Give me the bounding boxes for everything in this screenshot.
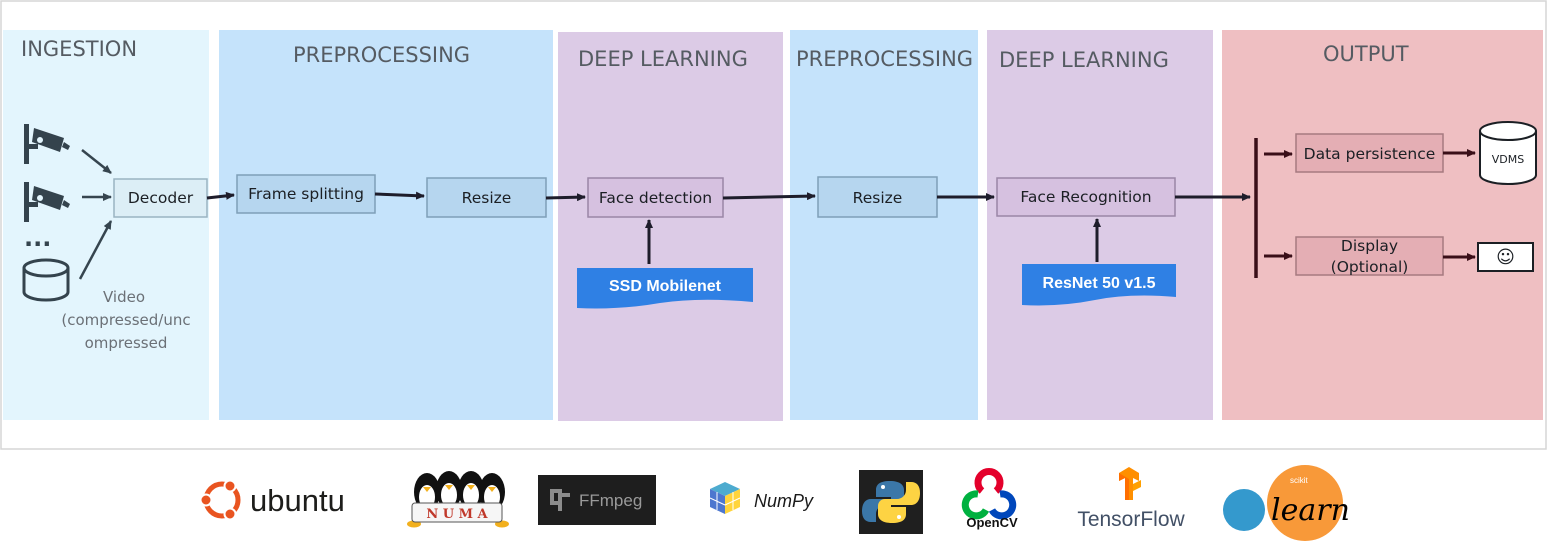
decoder-box [113, 178, 208, 218]
stage-title-preprocessing-2: PREPROCESSING [796, 47, 973, 71]
storage-cylinder-icon [22, 258, 70, 302]
stage-title-deep-learning-1: DEEP LEARNING [578, 47, 748, 71]
tensorflow-logo: TensorFlow [1077, 467, 1186, 531]
numa-wordmark: N U M A [426, 507, 488, 522]
decoder-label: Decoder [128, 189, 194, 207]
numpy-wordmark: NumPy [754, 491, 814, 511]
ellipsis-text: ... [24, 224, 51, 252]
opencv-wordmark: OpenCV [966, 515, 1018, 530]
tensorflow-wordmark: TensorFlow [1077, 508, 1185, 531]
face-detection-box [587, 177, 724, 218]
stage-panel-preprocessing-2 [790, 30, 978, 420]
camera-icon [24, 182, 70, 222]
ssd-mobilenet-label: SSD Mobilenet [609, 278, 722, 295]
resize-box-1 [426, 177, 547, 218]
numa-logo: N U M A [407, 471, 509, 528]
arrow-camera1-decoder [81, 149, 112, 174]
stage-panel-deep-learning-1 [558, 32, 783, 421]
screen-box [1477, 242, 1534, 272]
video-note-line-1: Video [103, 288, 145, 306]
data-persistence-box [1295, 133, 1444, 173]
arrow-resize-face-detection [545, 193, 586, 202]
arrow-face-detection-resize [722, 192, 816, 201]
ffmpeg-wordmark: FFmpeg [579, 491, 642, 510]
ubuntu-wordmark: ubuntu [250, 483, 345, 518]
ffmpeg-logo: FFmpeg [538, 475, 656, 525]
python-logo [859, 470, 923, 534]
scikit-wordmark: scikit [1290, 476, 1309, 485]
frame-splitting-box [236, 174, 376, 214]
resnet-model [1022, 264, 1176, 306]
stage-title-preprocessing-1: PREPROCESSING [293, 43, 470, 67]
opencv-logo: OpenCV [961, 468, 1018, 530]
face-recognition-label: Face Recognition [1020, 188, 1151, 206]
arrow-storage-decoder [78, 220, 113, 280]
video-note-line-3: ompressed [85, 334, 168, 352]
scikit-learn-logo: scikit learn [1223, 465, 1350, 541]
arrow-decoder-frame-splitting [206, 191, 235, 200]
face-recognition-box [996, 177, 1176, 217]
video-note-line-2: (compressed/unc [61, 311, 190, 329]
ssd-mobilenet-model [577, 268, 753, 309]
stage-title-deep-learning-2: DEEP LEARNING [999, 48, 1169, 72]
display-box [1295, 236, 1444, 276]
stage-title-ingestion: INGESTION [21, 37, 137, 61]
display-label-line-1: Display [1341, 237, 1398, 255]
stage-panel-output [1222, 30, 1543, 420]
vdms-label: VDMS [1492, 153, 1524, 166]
display-label-line-2: (Optional) [1331, 258, 1409, 276]
smiley-icon: ☺ [1496, 247, 1515, 268]
stage-panel-deep-learning-2 [987, 30, 1213, 420]
resize-box-2 [817, 176, 938, 218]
vdms-database-icon [1479, 121, 1537, 185]
camera-icon [24, 124, 70, 164]
ubuntu-logo: ubuntu [199, 479, 345, 521]
resize-label-2: Resize [853, 189, 903, 207]
learn-wordmark: learn [1271, 493, 1350, 528]
resnet-label: ResNet 50 v1.5 [1043, 275, 1156, 292]
numpy-logo: NumPy [709, 482, 814, 514]
arrow-frame-splitting-resize [374, 191, 425, 200]
stage-panel-preprocessing-1 [219, 30, 553, 420]
data-persistence-label: Data persistence [1304, 145, 1436, 163]
face-detection-label: Face detection [599, 189, 712, 207]
resize-label-1: Resize [462, 189, 512, 207]
frame-splitting-label: Frame splitting [248, 185, 364, 203]
stage-title-output: OUTPUT [1323, 42, 1409, 66]
